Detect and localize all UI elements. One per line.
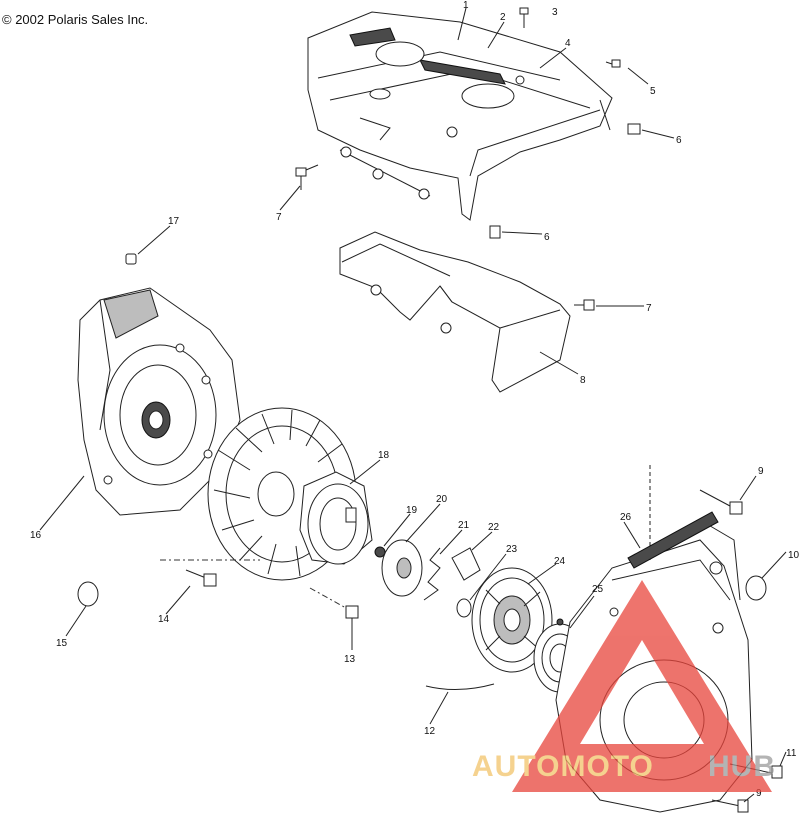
callout-2: 2 [500, 12, 506, 23]
callout-17: 17 [168, 216, 180, 227]
callout-11: 11 [786, 748, 797, 759]
strap-26-icon [627, 511, 719, 569]
callout-16: 16 [30, 530, 42, 541]
callout-6a: 6 [676, 135, 682, 146]
callout-25: 25 [592, 584, 604, 595]
pawl-22-icon [451, 547, 481, 581]
callout-14: 14 [158, 614, 170, 625]
callout-3: 3 [552, 7, 558, 18]
callout-7a: 7 [276, 212, 282, 223]
callout-9b: 9 [756, 788, 762, 799]
starter-pulley [471, 567, 553, 673]
air-shroud [339, 231, 571, 393]
plate-20-icon [381, 539, 423, 597]
callout-21: 21 [458, 520, 470, 531]
callout-20: 20 [436, 494, 448, 505]
blower-housing [77, 287, 241, 516]
watermark-text-automoto: AUTOMOTO [472, 750, 654, 783]
bolt-9-bottom-icon [711, 799, 749, 813]
bolt-13-icon [345, 605, 359, 632]
ring-23-icon [456, 598, 472, 618]
copyright-notice: © 2002 Polaris Sales Inc. [2, 12, 149, 27]
callout-7b: 7 [646, 303, 652, 314]
leader-lines [39, 7, 787, 803]
grommet-6-lower-icon [489, 225, 501, 239]
bolt-14-icon [185, 569, 217, 587]
callout-18: 18 [378, 450, 390, 461]
callout-24: 24 [554, 556, 566, 567]
callout-10: 10 [788, 550, 800, 561]
bolt-5-icon [605, 59, 621, 68]
assembly-centerline [160, 559, 347, 609]
callout-4: 4 [565, 38, 571, 49]
callout-12: 12 [424, 726, 436, 737]
knob-10-icon [745, 575, 767, 601]
watermark-triangle-icon [512, 580, 772, 792]
bolt-7-left-icon [295, 164, 319, 190]
grommet-6-top-icon [627, 123, 641, 135]
callout-9a: 9 [758, 466, 764, 477]
callout-23: 23 [506, 544, 518, 555]
callout-19: 19 [406, 505, 418, 516]
callout-1: 1 [463, 0, 469, 11]
starter-hub [299, 471, 373, 565]
starter-rope [425, 683, 495, 691]
bolt-3-icon [519, 7, 529, 28]
spring-21-icon [423, 547, 441, 601]
callout-13: 13 [344, 654, 356, 665]
callout-8: 8 [580, 375, 586, 386]
callout-5: 5 [650, 86, 656, 97]
callout-15: 15 [56, 638, 68, 649]
bolt-7-right-icon [574, 299, 595, 311]
watermark-logo: AUTOMOTO HUB [472, 580, 776, 792]
nut-19-icon [374, 546, 386, 558]
callout-labels: 1 2 3 4 5 6 6 7 7 8 9 9 10 11 12 13 14 1… [30, 0, 800, 799]
watermark-text-hub: HUB [708, 750, 776, 783]
plug-17-icon [125, 253, 137, 265]
callout-22: 22 [488, 522, 500, 533]
cap-15-icon [77, 581, 99, 607]
fan-housing-cover [307, 11, 613, 221]
bolt-9-top-icon [699, 489, 743, 515]
callout-26: 26 [620, 512, 632, 523]
callout-6b: 6 [544, 232, 550, 243]
